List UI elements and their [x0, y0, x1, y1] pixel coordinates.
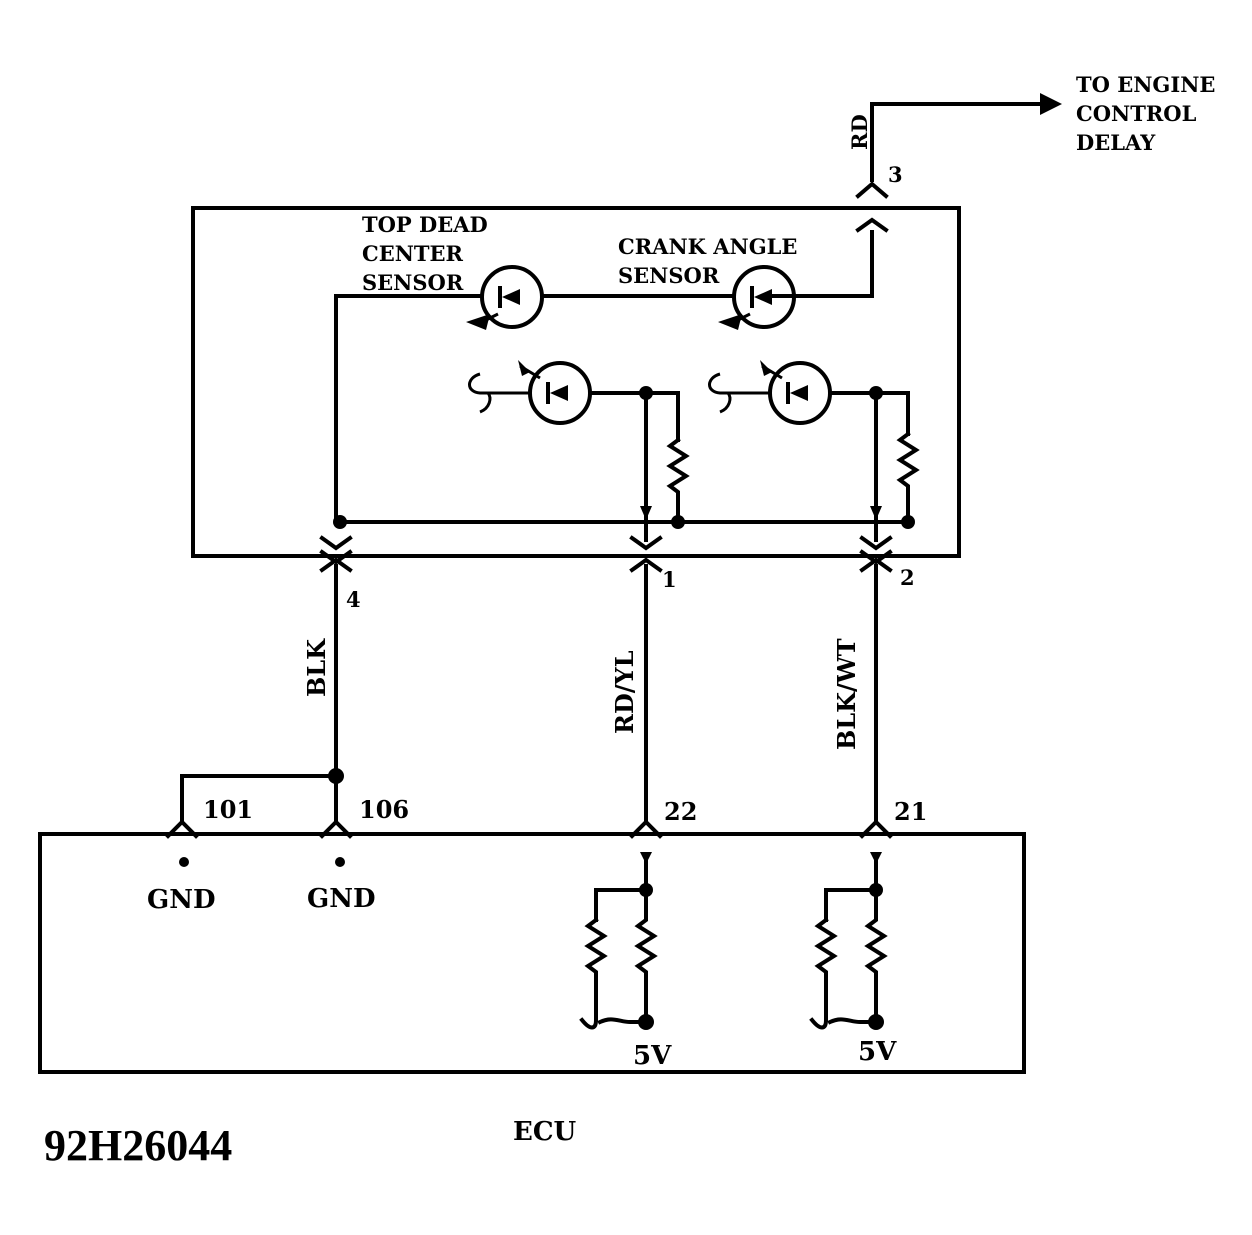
wire-label-blk: BLK: [302, 638, 331, 697]
ecu-pullup-21-icon: [809, 852, 888, 1030]
arrow-icon: [1040, 93, 1062, 115]
destination-label: TO ENGINE CONTROL DELAY: [1076, 72, 1215, 155]
gnd-label-left: GND: [147, 885, 216, 915]
pin-label-22: 22: [664, 797, 697, 826]
junction-dot: [328, 768, 344, 784]
pin-label-2: 2: [900, 565, 915, 590]
resistor-left-lead: [644, 391, 680, 442]
svg-text:DELAY: DELAY: [1076, 130, 1156, 155]
pin-label-3: 3: [888, 162, 903, 187]
ecu-label: ECU: [513, 1117, 577, 1147]
connector-pin-106: [319, 819, 353, 839]
blk-wt-internal-wire: [828, 391, 878, 542]
connector-pin-21: [859, 819, 893, 839]
connector-pin-3: [855, 181, 889, 233]
tdc-ground-wire: [334, 294, 484, 524]
wire-label-rd-yl: RD/YL: [610, 650, 639, 734]
wire-label-rd: RD: [847, 114, 872, 150]
crank-sensor-output-wire: [762, 230, 874, 298]
connector-pin-101: [165, 819, 199, 839]
pin-label-101: 101: [203, 795, 253, 824]
svg-text:TO ENGINE: TO ENGINE: [1076, 72, 1215, 97]
lower-right-sensor-icon: [708, 360, 832, 425]
gnd-dot: [179, 857, 189, 867]
v5-label-left: 5V: [633, 1041, 672, 1071]
v5-label-right: 5V: [858, 1037, 897, 1067]
tdc-sensor-icon: [466, 265, 544, 330]
connector-pin-2: [859, 535, 893, 573]
figure-id: 92H26044: [44, 1121, 232, 1170]
pin-label-106: 106: [359, 795, 409, 824]
junction-dot: [869, 386, 883, 400]
junction-dot: [333, 515, 347, 529]
sensor-module-box: [191, 206, 961, 558]
svg-text:CRANK ANGLE: CRANK ANGLE: [618, 234, 797, 259]
crank-angle-sensor-icon: [718, 265, 796, 330]
lower-left-sensor-icon: [468, 360, 592, 425]
crank-angle-sensor-label: CRANK ANGLE SENSOR: [618, 234, 797, 288]
svg-text:SENSOR: SENSOR: [618, 263, 720, 288]
junction-dot: [901, 515, 915, 529]
rd-yl-internal-wire: [588, 391, 648, 542]
gnd-dot: [335, 857, 345, 867]
ecu-box: [38, 832, 1026, 1074]
pin-label-4: 4: [346, 587, 361, 612]
connector-pin-4: [319, 535, 353, 573]
junction-dot: [671, 515, 685, 529]
connector-pin-22: [629, 819, 663, 839]
ecu-pullup-22-icon: [579, 852, 658, 1030]
resistor-left-icon: [666, 437, 690, 524]
svg-text:TOP DEAD: TOP DEAD: [362, 212, 488, 237]
resistor-right-lead: [874, 391, 910, 436]
svg-text:CENTER: CENTER: [362, 241, 464, 266]
rd-wire: [870, 102, 1052, 182]
svg-text:CONTROL: CONTROL: [1076, 101, 1197, 126]
junction-dot: [639, 386, 653, 400]
wire-label-blk-wt: BLK/WT: [832, 638, 861, 750]
svg-text:SENSOR: SENSOR: [362, 270, 464, 295]
pin-label-1: 1: [662, 567, 677, 592]
gnd-jumper-wire: [180, 774, 338, 824]
resistor-right-icon: [896, 431, 920, 522]
tdc-sensor-label: TOP DEAD CENTER SENSOR: [362, 212, 488, 295]
gnd-label-right: GND: [307, 884, 376, 914]
pin-label-21: 21: [894, 797, 927, 826]
connector-pin-1: [629, 535, 663, 573]
